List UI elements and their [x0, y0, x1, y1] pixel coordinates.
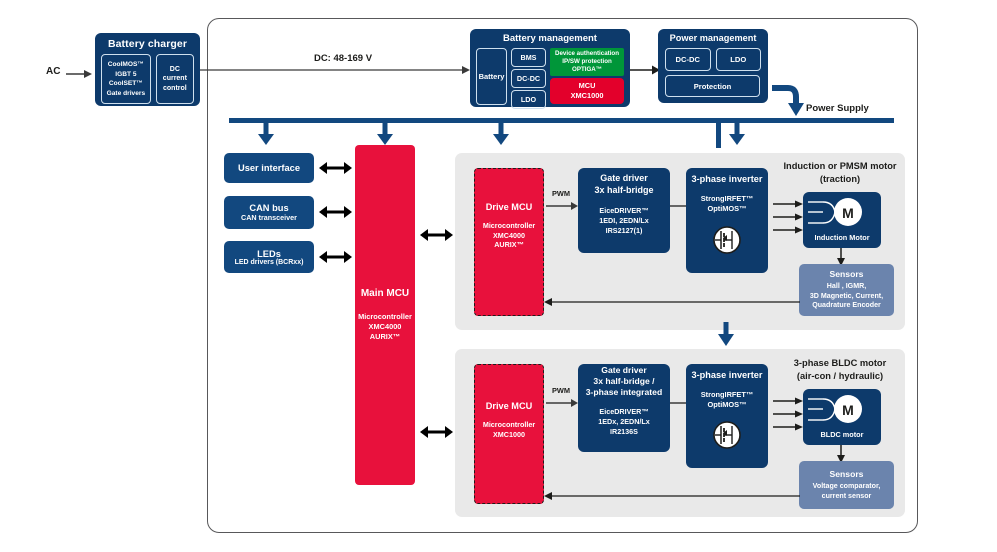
auxiliary-inverter-title: 3-phase inverter [691, 370, 763, 380]
auxiliary-inverter-details: StrongIRFET™ OptiMOS™ [700, 390, 754, 409]
traction-gate-driver-block: Gate driver 3x half-bridge EiceDRIVER™ 1… [578, 168, 670, 253]
power-management-title: Power management [669, 33, 757, 43]
main-mcu-title: Main MCU [360, 288, 410, 299]
svg-text:M: M [842, 205, 854, 221]
battery-charger-title: Battery charger [107, 38, 188, 50]
auxiliary-pwm-arrow [546, 399, 578, 407]
traction-motor-caption: Induction Motor [814, 233, 870, 242]
ac-input-arrow [66, 70, 92, 78]
peripheral-leds: LEDs LED drivers (BCRxx) [224, 241, 314, 273]
auxiliary-three-phase-lines [773, 397, 803, 431]
traction-inverter-title: 3-phase inverter [691, 174, 763, 184]
motor-symbol-icon: M [808, 198, 862, 226]
battery-management-title: Battery management [503, 33, 597, 44]
power-management-block: Power management DC-DC LDO Protection [658, 29, 768, 103]
auxiliary-drive-mcu-title: Drive MCU [485, 400, 533, 411]
auxiliary-sensors-block: Sensors Voltage comparator, current sens… [799, 461, 894, 509]
power-ldo-block: LDO [715, 48, 761, 71]
traction-inverter-details: StrongIRFET™ OptiMOS™ [700, 194, 754, 213]
auxiliary-motor-to-sensors-arrow [837, 445, 845, 463]
system-boundary-frame [207, 18, 918, 533]
can-bus-title: CAN bus [249, 203, 289, 213]
arrow-main-mcu-aux-drive-mcu [420, 426, 453, 438]
arrow-leds-mcu [319, 251, 352, 263]
arrow-user-interface-mcu [319, 162, 352, 174]
battery-cell-block: Battery [476, 48, 507, 105]
power-dcdc-block: DC-DC [665, 48, 711, 71]
traction-sensors-details: Hall , IGMR, 3D Magnetic, Current, Quadr… [809, 282, 884, 310]
traction-gate-driver-details: EiceDRIVER™ 1EDI, 2EDN/Lx IRS2127(1) [599, 206, 649, 235]
bms-block: BMS [511, 48, 546, 67]
power-supply-hook-arrow [772, 85, 804, 116]
auxiliary-motor-caption: BLDC motor [820, 430, 864, 439]
auxiliary-gate-driver-title: Gate driver 3x half-bridge / 3-phase int… [585, 365, 663, 398]
main-mcu-block: Main MCU Microcontroller XMC4000 AURIX™ [355, 145, 415, 485]
traction-drive-mcu-block: Drive MCU Microcontroller XMC4000 AURIX™ [474, 168, 544, 316]
battery-management-block: Battery management Battery BMS DC-DC LDO… [470, 29, 630, 109]
charger-block-power-stage: CoolMOS™ IGBT 5 CoolSET™ Gate drivers [101, 54, 151, 104]
power-supply-label: Power Supply [806, 103, 869, 114]
traction-drive-mcu-title: Drive MCU [485, 202, 533, 213]
battery-charger-block: Battery charger CoolMOS™ IGBT 5 CoolSET™… [95, 33, 200, 106]
auxiliary-sensors-title: Sensors [829, 469, 864, 479]
traction-inverter-block: 3-phase inverter StrongIRFET™ OptiMOS™ [686, 168, 768, 273]
traction-three-phase-lines [773, 200, 803, 234]
traction-sensors-title: Sensors [829, 269, 864, 280]
dc-link-arrow [200, 66, 470, 74]
bus-drop-arrow-traction-section [493, 123, 509, 145]
auxiliary-gate-driver-details: EiceDRIVER™ 1EDx, 2EDN/Lx IR2136S [598, 407, 650, 436]
battery-dcdc-block: DC-DC [511, 69, 546, 88]
section-link-arrow [718, 322, 734, 346]
auxiliary-pwm-label: PWM [551, 386, 571, 395]
traction-motor-heading: Induction or PMSM motor (traction) [783, 161, 897, 184]
mosfet-icon [713, 421, 741, 449]
traction-drive-mcu-details: Microcontroller XMC4000 AURIX™ [482, 221, 536, 250]
traction-pwm-label: PWM [551, 189, 571, 198]
traction-pwm-arrow [546, 202, 578, 210]
traction-motor-to-sensors-arrow [837, 248, 845, 266]
user-interface-title: User interface [237, 163, 300, 173]
bus-drop-stub [716, 123, 721, 148]
motor-symbol-icon: M [808, 395, 862, 423]
svg-text:M: M [842, 402, 854, 418]
auxiliary-inverter-block: 3-phase inverter StrongIRFET™ OptiMOS™ [686, 364, 768, 468]
leds-sub: LED drivers (BCRxx) [234, 258, 304, 266]
traction-gate-driver-title: Gate driver 3x half-bridge [594, 173, 654, 195]
bus-drop-arrow-main-mcu [377, 123, 393, 145]
traction-feedback-arrow [544, 298, 800, 306]
bus-drop-arrow-inverter [729, 123, 745, 145]
peripheral-user-interface: User interface [224, 153, 314, 183]
traction-sensors-block: Sensors Hall , IGMR, 3D Magnetic, Curren… [799, 264, 894, 316]
arrow-can-bus-mcu [319, 206, 352, 218]
auxiliary-feedback-arrow [544, 492, 800, 500]
auxiliary-drive-mcu-block: Drive MCU Microcontroller XMC1000 [474, 364, 544, 504]
auxiliary-drive-mcu-details: Microcontroller XMC1000 [482, 419, 536, 439]
peripheral-can-bus: CAN bus CAN transceiver [224, 196, 314, 229]
battery-to-power-arrow [630, 65, 660, 75]
charger-block-dc-current-control: DC current control [155, 54, 194, 104]
ac-input-label: AC [46, 66, 61, 77]
can-bus-sub: CAN transceiver [241, 213, 297, 222]
power-protection-block: Protection [665, 75, 760, 97]
main-mcu-details: Microcontroller XMC4000 AURIX™ [358, 312, 412, 341]
auxiliary-gate-driver-block: Gate driver 3x half-bridge / 3-phase int… [578, 364, 670, 452]
battery-ldo-block: LDO [511, 90, 546, 109]
mosfet-icon [713, 226, 741, 254]
auxiliary-sensors-details: Voltage comparator, current sensor [812, 482, 881, 500]
traction-motor-block: M Induction Motor [803, 192, 881, 248]
power-supply-bus [229, 118, 894, 123]
leds-title: LEDs [257, 248, 281, 259]
auxiliary-motor-heading: 3-phase BLDC motor (air-con / hydraulic) [793, 358, 887, 381]
auxiliary-motor-block: M BLDC motor [803, 389, 881, 445]
bus-drop-arrow-user-interface [258, 123, 274, 145]
optiga-security-block: Device authentication IP/SW protection O… [550, 48, 624, 76]
battery-mcu-block: MCU XMC1000 [550, 78, 624, 104]
dc-link-label: DC: 48-169 V [313, 53, 373, 64]
arrow-main-mcu-traction-drive-mcu [420, 229, 453, 241]
